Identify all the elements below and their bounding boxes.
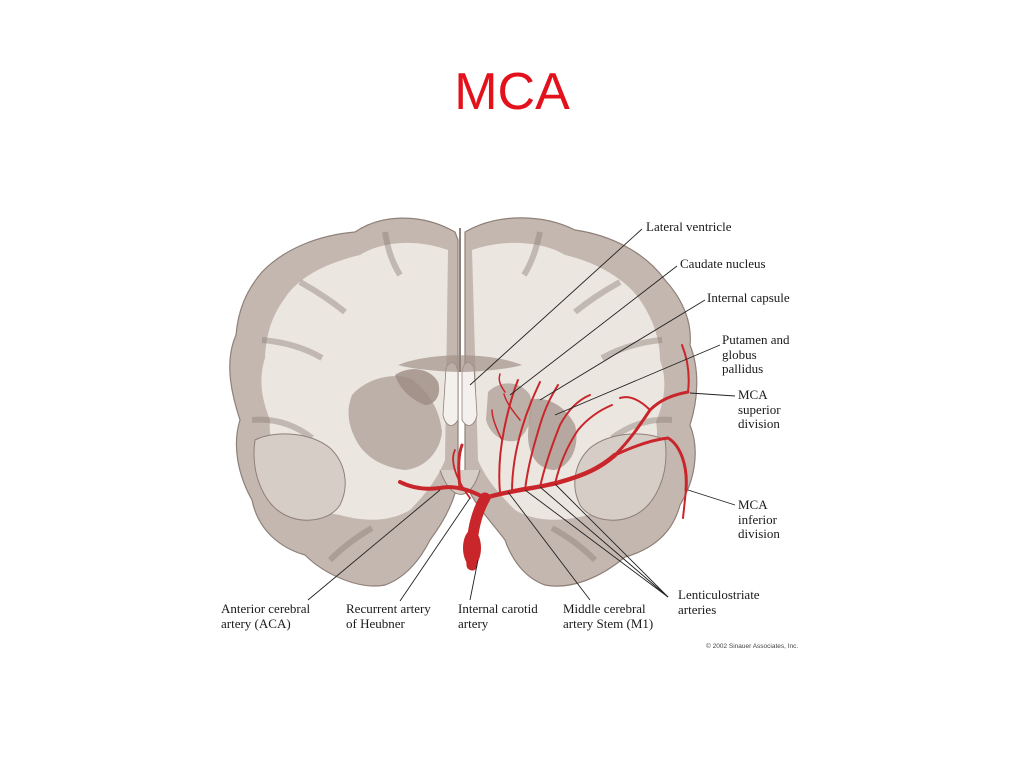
arteries: [398, 344, 690, 571]
slide-title: MCA: [454, 63, 570, 121]
label-internal-carotid-artery: Internal carotid artery: [458, 601, 538, 631]
label-mca-inferior-division: MCA inferior division: [738, 497, 780, 541]
label-lateral-ventricle: Lateral ventricle: [646, 219, 732, 234]
label-internal-capsule: Internal capsule: [707, 290, 790, 305]
label-mca-stem: Middle cerebral artery Stem (M1): [563, 601, 654, 631]
label-lenticulostriate-arteries: Lenticulostriate arteries: [678, 587, 760, 617]
label-putamen-globus-pallidus: Putamen and globus pallidus: [722, 332, 790, 376]
label-caudate-nucleus: Caudate nucleus: [680, 256, 766, 271]
label-recurrent-artery-heubner: Recurrent artery of Heubner: [346, 601, 431, 631]
copyright-notice: © 2002 Sinauer Associates, Inc.: [706, 643, 799, 650]
brain-section: [229, 217, 698, 587]
label-mca-superior-division: MCA superior division: [738, 387, 781, 431]
label-anterior-cerebral-artery: Anterior cerebral artery (ACA): [221, 601, 311, 631]
leader-lines: [307, 228, 736, 602]
